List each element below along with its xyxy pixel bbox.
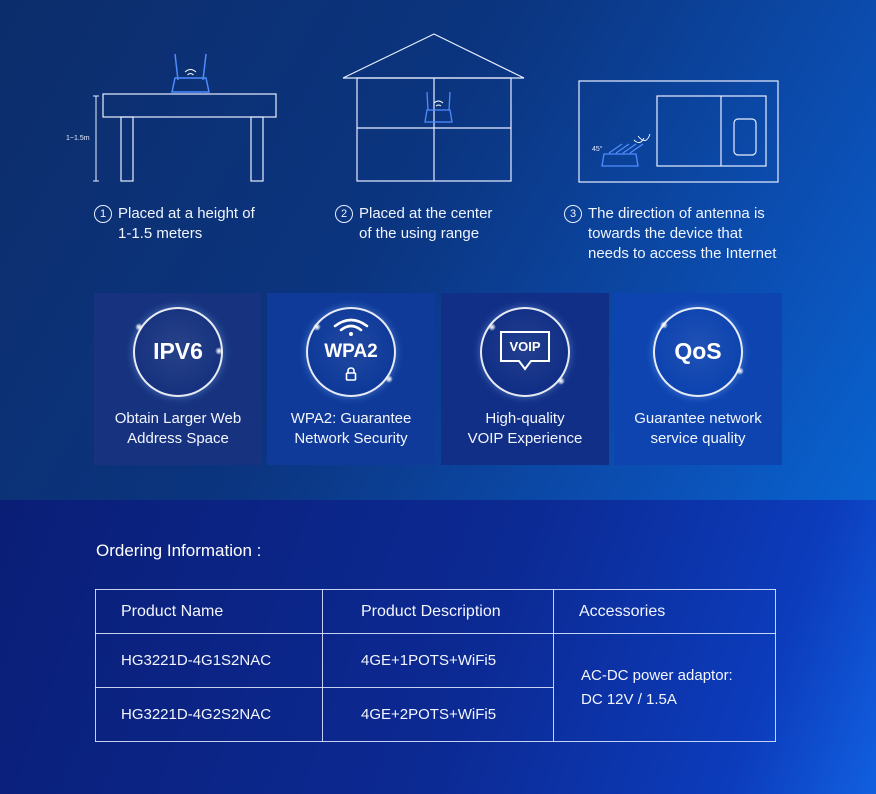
step-number: 2 bbox=[335, 205, 353, 223]
feature-caption: WPA2: Guarantee Network Security bbox=[290, 410, 412, 447]
feature-voip: VOIP High-quality VOIP Experience bbox=[441, 293, 609, 465]
router-icon bbox=[424, 91, 453, 123]
feature-qos: QoS Guarantee network service quality bbox=[614, 293, 782, 465]
step-text: Placed at a height of 1-1.5 meters bbox=[118, 205, 255, 242]
house-icon bbox=[342, 33, 525, 182]
sparkle-icon bbox=[385, 375, 393, 383]
product-description-cell: 4GE+1POTS+WiFi5 bbox=[322, 633, 554, 688]
wifi-lock-icon: WPA2 bbox=[306, 307, 396, 397]
sparkle-icon bbox=[660, 321, 668, 329]
column-header-accessories: Accessories bbox=[553, 589, 776, 634]
feature-badge-label: QoS bbox=[674, 338, 722, 364]
column-header-product-name: Product Name bbox=[95, 589, 323, 634]
table-header-row: Product Name Product Description Accesso… bbox=[95, 589, 776, 634]
feature-caption: High-quality VOIP Experience bbox=[467, 410, 583, 447]
table-router-illustration: 1~1.5m bbox=[62, 44, 282, 186]
step-2: 2 Placed at the center of the using rang… bbox=[335, 204, 492, 244]
sparkle-icon bbox=[135, 323, 143, 331]
ordering-title: Ordering Information : bbox=[96, 541, 262, 560]
ordering-table: Product Name Product Description Accesso… bbox=[95, 589, 776, 742]
voip-bubble-icon: VOIP bbox=[480, 307, 570, 397]
table-row: HG3221D-4G1S2NAC 4GE+1POTS+WiFi5 AC-DC p… bbox=[95, 633, 776, 742]
angled-router-icon bbox=[601, 133, 651, 167]
product-description-cell: 4GE+2POTS+WiFi5 bbox=[322, 687, 554, 742]
step-1: 1 Placed at a height of 1-1.5 meters bbox=[94, 204, 255, 244]
step-number: 3 bbox=[564, 205, 582, 223]
feature-badge-label: IPV6 bbox=[153, 338, 203, 364]
sparkle-icon bbox=[215, 347, 223, 355]
table-row: HG3221D-4G2S2NAC 4GE+2POTS+WiFi5 bbox=[95, 687, 776, 742]
feature-caption: Guarantee network service quality bbox=[634, 410, 762, 447]
height-scale-label: 1~1.5m bbox=[66, 135, 90, 142]
column-header-product-description: Product Description bbox=[322, 589, 554, 634]
step-number: 1 bbox=[94, 205, 112, 223]
angle-label: 45° bbox=[592, 146, 603, 153]
product-name-cell: HG3221D-4G2S2NAC bbox=[95, 687, 323, 742]
step-3: 3 The direction of antenna is towards th… bbox=[564, 204, 776, 264]
feature-caption: Obtain Larger Web Address Space bbox=[114, 410, 242, 447]
feature-ipv6: IPV6 Obtain Larger Web Address Space bbox=[94, 293, 262, 465]
sparkle-icon bbox=[557, 377, 565, 385]
lock-icon bbox=[345, 367, 357, 381]
wifi-icon bbox=[333, 318, 369, 336]
router-icon bbox=[171, 53, 210, 93]
house-router-illustration bbox=[340, 32, 526, 184]
antenna-direction-illustration: 45° bbox=[578, 80, 780, 184]
sparkle-icon bbox=[736, 367, 744, 375]
sparkle-icon bbox=[488, 323, 496, 331]
sparkle-icon bbox=[313, 323, 321, 331]
ipv6-icon: IPV6 bbox=[133, 307, 223, 397]
room-icon bbox=[578, 80, 779, 183]
step-text: The direction of antenna is towards the … bbox=[588, 205, 777, 262]
qos-icon: QoS bbox=[653, 307, 743, 397]
step-text: Placed at the center of the using range bbox=[359, 205, 493, 242]
feature-wpa2: WPA2 WPA2: Guarantee Network Security bbox=[267, 293, 435, 465]
accessories-cell: AC-DC power adaptor: DC 12V / 1.5A bbox=[553, 633, 776, 742]
product-name-cell: HG3221D-4G1S2NAC bbox=[95, 633, 323, 688]
feature-badge-label: VOIP bbox=[509, 339, 541, 354]
speech-bubble-icon bbox=[500, 331, 550, 371]
table-icon bbox=[93, 53, 277, 182]
feature-badge-label: WPA2 bbox=[324, 341, 378, 362]
